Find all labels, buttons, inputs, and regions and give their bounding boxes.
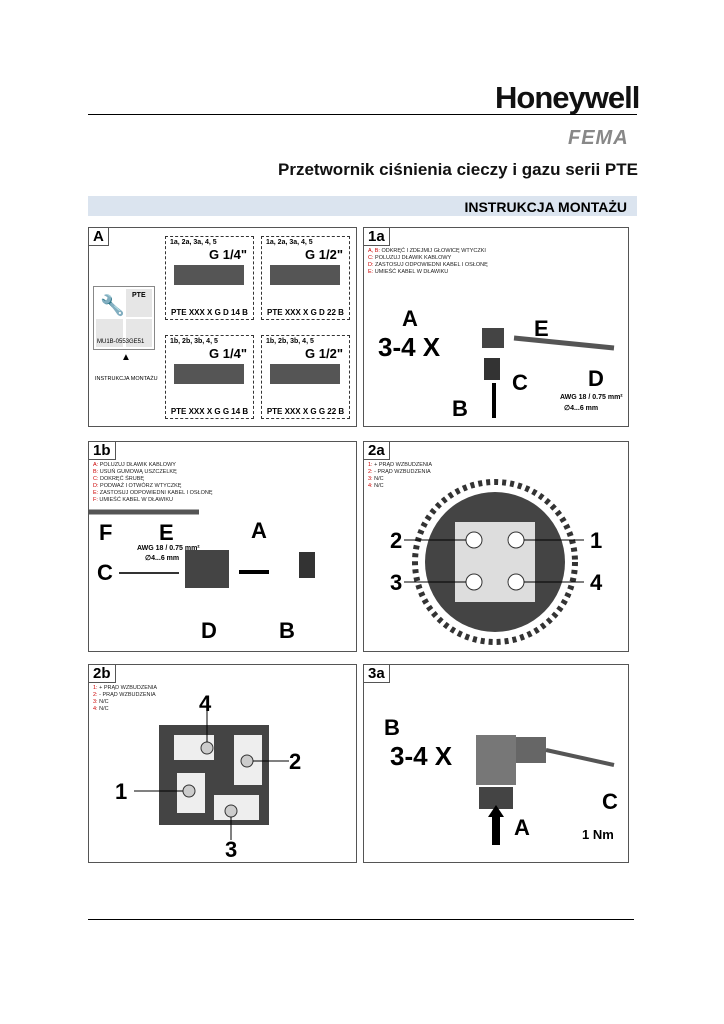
manual-thumbnail: PTE 🔧 MU1B-0553GE51 <box>93 286 155 350</box>
variant-model: PTE XXX X G G 22 B <box>266 407 345 416</box>
panel-tag: 1b <box>89 442 116 460</box>
connector-face-diagram <box>404 479 584 645</box>
step-label: D <box>201 618 217 643</box>
variant-steps: 1b, 2b, 3b, 4, 5 <box>170 338 218 345</box>
step-label: A <box>402 306 418 331</box>
pin-label: 2 <box>390 528 403 553</box>
cable-diameter: ∅4...6 mm <box>564 405 599 412</box>
pin-label: 4 <box>590 570 603 595</box>
variant-model: PTE XXX X G D 14 B <box>171 308 248 317</box>
panel-tag: 2b <box>89 665 116 683</box>
panel-2b: 2b 1: + PRĄD WZBUDZENIA 2: - PRĄD WZBUDZ… <box>88 664 357 863</box>
panel-a: A PTE 🔧 MU1B-0553GE51 ▲ INSTRUKCJA MONTA… <box>88 227 357 427</box>
honeywell-logo: Honeywell <box>495 80 640 115</box>
variant-model: PTE XXX X G G 14 B <box>170 407 249 416</box>
panel-1b: 1b A: POLUZUJ DŁAWIK KABLOWY B: USUŃ GUM… <box>88 441 357 652</box>
step-label: A <box>514 815 530 840</box>
panel-legend: 1: + PRĄD WZBUDZENIA 2: - PRĄD WZBUDZENI… <box>93 685 158 712</box>
variant-thread: G 1/4" <box>209 346 247 361</box>
connector-illustration <box>89 509 315 588</box>
variant-thread: G 1/4" <box>209 247 247 262</box>
cable-spec: AWG 18 / 0.75 mm² <box>137 545 200 552</box>
panel-tag: 3a <box>364 665 390 683</box>
torque-label: 1 Nm <box>582 827 614 842</box>
pin-label: 3 <box>225 837 238 862</box>
variant-steps: 1b, 2b, 3b, 4, 5 <box>266 338 314 345</box>
connector-illustration <box>476 735 615 845</box>
footer-rule <box>88 919 634 920</box>
turns-label: 3-4 X <box>390 741 453 771</box>
step-label: B <box>452 396 468 421</box>
manual-caption: INSTRUKCJA MONTAŻU <box>95 376 158 382</box>
panel-legend: 1: + PRĄD WZBUDZENIA 2: - PRĄD WZBUDZENI… <box>368 462 433 489</box>
arrow-up-icon: ▲ <box>121 352 131 363</box>
variant-model: PTE XXX X G D 22 B <box>267 308 344 317</box>
step-label: C <box>602 789 618 814</box>
variant-thread: G 1/2" <box>305 247 343 262</box>
step-label: C <box>97 560 113 585</box>
manual-label: PTE <box>132 292 146 299</box>
connector-illustration <box>482 328 615 418</box>
pin-label: 4 <box>199 691 212 716</box>
step-label: F <box>99 520 113 545</box>
panel-legend: A: POLUZUJ DŁAWIK KABLOWY B: USUŃ GUMOWĄ… <box>93 462 213 503</box>
step-label: E <box>159 520 174 545</box>
panel-tag: A <box>89 228 109 246</box>
header-rule <box>88 114 637 115</box>
step-label: A <box>251 518 267 543</box>
turns-label: 3-4 X <box>378 332 441 362</box>
panel-3a: 3a B 3-4 X A C 1 Nm <box>363 664 629 863</box>
cable-diameter: ∅4...6 mm <box>145 555 180 562</box>
document-title: Przetwornik ciśnienia cieczy i gazu seri… <box>278 160 638 179</box>
panel-1a: 1a A, B: ODKRĘĆ I ZDEJMIJ GŁOWICĘ WTYCZK… <box>363 227 629 427</box>
worker-icon: 🔧 <box>100 295 125 317</box>
fema-logo: FEMA <box>568 127 629 149</box>
panel-legend: A, B: ODKRĘĆ I ZDEJMIJ GŁOWICĘ WTYCZKI C… <box>368 248 488 275</box>
variant-thread: G 1/2" <box>305 346 343 361</box>
step-label: B <box>279 618 295 643</box>
sensor-image <box>174 364 244 384</box>
connector-face-diagram <box>134 705 289 840</box>
step-label: C <box>512 370 528 395</box>
manual-code: MU1B-0553GE51 <box>97 339 145 345</box>
panel-tag: 1a <box>364 228 390 246</box>
step-label: B <box>384 715 400 740</box>
pin-label: 1 <box>590 528 603 553</box>
panel-2a: 2a 1: + PRĄD WZBUDZENIA 2: - PRĄD WZBUDZ… <box>363 441 629 652</box>
variant-steps: 1a, 2a, 3a, 4, 5 <box>170 239 217 246</box>
sensor-image <box>270 265 340 285</box>
panel-tag: 2a <box>364 442 390 460</box>
section-band: INSTRUKCJA MONTAŻU <box>88 196 637 216</box>
cable-spec: AWG 18 / 0.75 mm² <box>560 394 623 401</box>
pin-label: 1 <box>115 779 128 804</box>
step-label: E <box>534 316 549 341</box>
pin-label: 3 <box>390 570 403 595</box>
step-label: D <box>588 366 604 391</box>
sensor-image <box>270 364 340 384</box>
pin-label: 2 <box>289 749 302 774</box>
variant-steps: 1a, 2a, 3a, 4, 5 <box>266 239 313 246</box>
section-title: INSTRUKCJA MONTAŻU <box>464 199 627 215</box>
sensor-image <box>174 265 244 285</box>
